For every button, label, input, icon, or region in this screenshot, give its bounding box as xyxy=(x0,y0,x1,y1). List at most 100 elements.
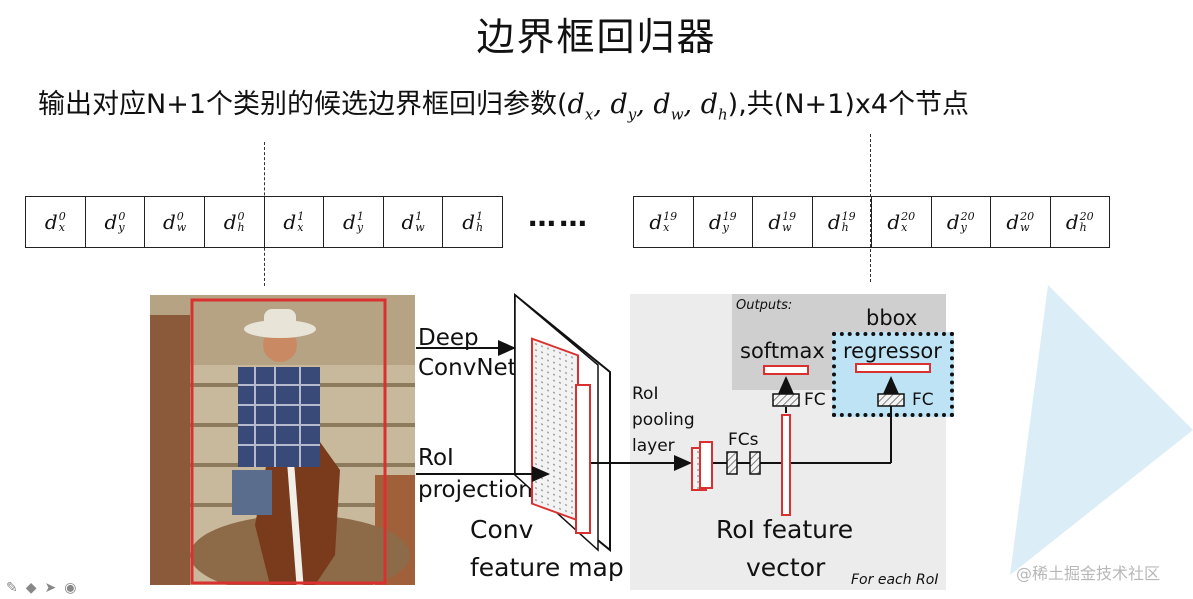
label-roi-pool-3: layer xyxy=(632,436,675,456)
cell-subscript: h xyxy=(476,221,484,234)
roi-region-on-map xyxy=(531,337,579,522)
cell-subscript: x xyxy=(58,221,65,234)
cell-subscript: w xyxy=(1020,221,1030,234)
cell-symbol: d xyxy=(343,210,356,234)
label-roi-pool-2: pooling xyxy=(632,410,695,430)
label-fc-softmax: FC xyxy=(804,390,826,410)
cell-subscript: x xyxy=(901,221,908,234)
dashed-guide-left xyxy=(264,142,265,286)
slide-title: 边界框回归器 xyxy=(476,15,717,59)
cell-subscript: y xyxy=(960,221,967,234)
cell-symbol: d xyxy=(104,210,118,234)
cell-superscript: 19 xyxy=(663,210,678,223)
cell-symbol: d xyxy=(162,210,176,234)
fc-block-1 xyxy=(726,451,738,475)
cell-symbol: d xyxy=(946,210,960,234)
pointer-icon[interactable]: ➤ xyxy=(44,580,57,596)
subtitle-prefix: 输出对应N+1个类别的候选边界框回归参数( xyxy=(38,89,568,120)
bbox-output xyxy=(855,363,931,373)
cell-symbol: d xyxy=(768,210,782,234)
cell-symbol: d xyxy=(462,210,476,234)
label-outputs: Outputs: xyxy=(736,298,793,313)
subtitle-suffix: ),共(N+1)x4个节点 xyxy=(727,89,970,120)
param-w: w xyxy=(670,105,684,124)
label-regressor: regressor xyxy=(843,339,942,363)
cell-subscript: y xyxy=(356,221,364,234)
label-bbox: bbox xyxy=(866,306,918,330)
fc-block-2 xyxy=(749,451,761,475)
eraser-icon[interactable]: ◆ xyxy=(25,580,37,596)
cell-subscript: y xyxy=(118,221,125,234)
cell-symbol: d xyxy=(1006,210,1020,234)
cell-symbol: d xyxy=(887,210,901,234)
cell-superscript: 1 xyxy=(476,210,484,223)
cell-superscript: 0 xyxy=(118,210,126,223)
record-icon[interactable]: ◉ xyxy=(64,580,77,596)
cell-superscript: 19 xyxy=(841,210,856,223)
cell-subscript: w xyxy=(176,221,187,234)
label-projection: projection xyxy=(418,477,533,503)
pen-icon[interactable]: ✎ xyxy=(6,580,18,596)
label-fcs: FCs xyxy=(728,430,759,450)
cell-symbol: d xyxy=(827,210,841,234)
param-h: h xyxy=(718,105,728,124)
slide-subtitle: 输出对应N+1个类别的候选边界框回归参数(dx, dy, dw, dh),共(N… xyxy=(38,89,970,124)
cell-superscript: 20 xyxy=(1020,210,1035,223)
input-photo xyxy=(150,295,415,585)
label-roi-vec-2: vector xyxy=(746,553,826,582)
ellipsis: …… xyxy=(528,200,590,233)
cell-superscript: 1 xyxy=(356,210,364,223)
label-feature-map: feature map xyxy=(470,553,624,582)
param-y: y xyxy=(627,105,637,124)
cell-subscript: w xyxy=(782,221,792,234)
cell-symbol: d xyxy=(649,210,663,234)
fc-softmax-block xyxy=(772,393,800,407)
label-roi-pool-1: RoI xyxy=(632,384,659,404)
watermark: @稀土掘金技术社区 xyxy=(1016,564,1161,583)
param-x: x xyxy=(584,105,594,124)
dashed-guide-right xyxy=(870,134,871,282)
label-conv: Conv xyxy=(470,515,534,544)
cell-superscript: 1 xyxy=(415,210,423,223)
cell-subscript: x xyxy=(663,221,670,234)
cell-symbol: d xyxy=(223,210,237,234)
decorative-triangle xyxy=(1010,285,1193,575)
cell-symbol: d xyxy=(708,210,722,234)
label-convnet: ConvNet xyxy=(418,355,517,381)
cell-superscript: 1 xyxy=(297,210,305,223)
roi-feature-vector xyxy=(781,414,791,516)
cell-superscript: 19 xyxy=(782,210,797,223)
cell-superscript: 0 xyxy=(176,210,184,223)
label-roi: RoI xyxy=(418,445,454,471)
cell-superscript: 19 xyxy=(722,210,737,223)
cell-subscript: w xyxy=(415,221,425,234)
fc-bbox-block xyxy=(877,393,905,407)
label-fc-bbox: FC xyxy=(912,390,934,410)
cell-superscript: 0 xyxy=(237,210,245,223)
slide-toolbar: ✎ ◆ ➤ ◉ xyxy=(6,580,76,596)
cell-subscript: y xyxy=(722,221,729,234)
cell-subscript: h xyxy=(237,221,245,234)
cell-symbol: d xyxy=(1065,210,1079,234)
label-deep: Deep xyxy=(418,325,479,351)
cell-superscript: 20 xyxy=(960,210,975,223)
cell-subscript: h xyxy=(841,221,849,234)
cell-symbol: d xyxy=(401,210,415,234)
cell-superscript: 20 xyxy=(1079,210,1094,223)
